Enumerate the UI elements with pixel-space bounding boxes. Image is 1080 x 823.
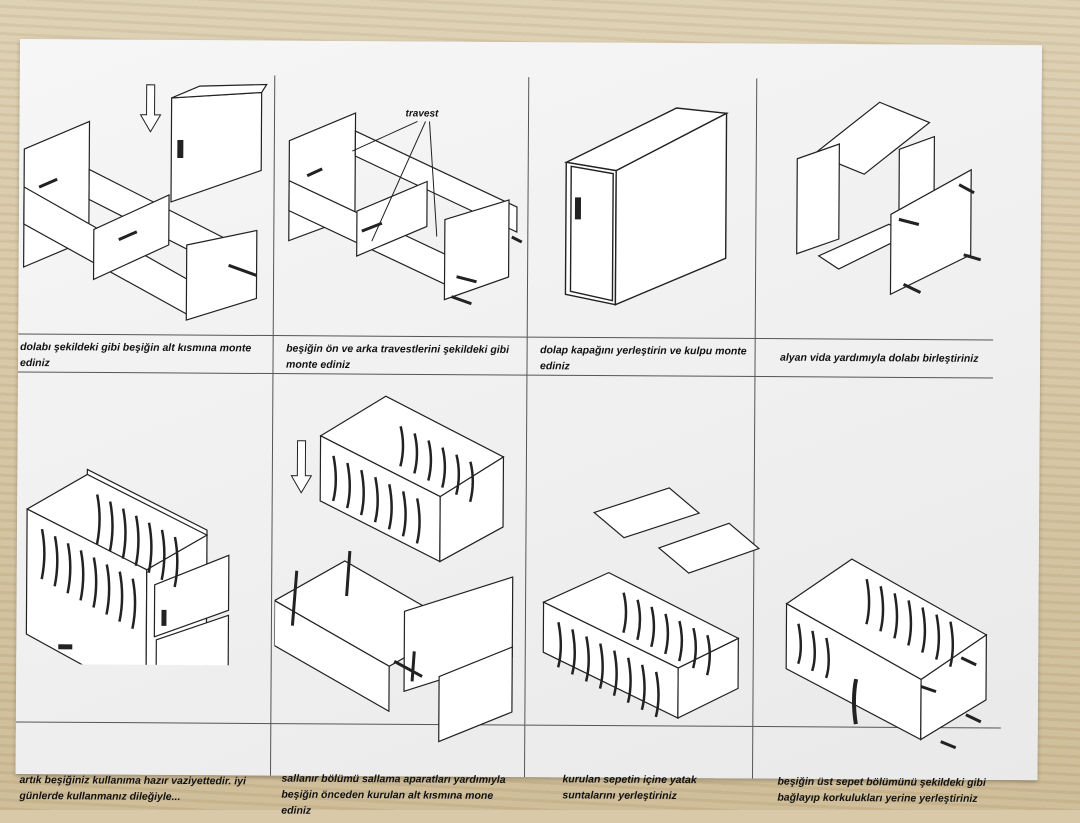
panel-8: beşiğin üst sepet bölümünü şekildeki gib… — [756, 379, 1008, 805]
assembly-instruction-sheet: dolabı şekildeki gibi beşiğin alt kısmın… — [15, 39, 1042, 817]
down-arrow-icon — [290, 440, 313, 494]
grid-lines — [15, 75, 1001, 779]
panel-4: alyan vida yardımıyla dolabı birleştirin… — [758, 44, 1010, 416]
panel-1-caption: dolabı şekildeki gibi beşiğin alt kısmın… — [19, 341, 252, 370]
handle-icon — [177, 139, 184, 158]
panel-3: dolap kapağını yerleştirin ve kulpu mont… — [530, 42, 782, 414]
drawer-handle-icon — [58, 644, 73, 650]
door-handle-icon — [574, 197, 582, 220]
panel-7: kurulan sepetin içine yatak suntalarını … — [528, 377, 780, 802]
panel-1: dolabı şekildeki gibi beşiğin alt kısmın… — [18, 39, 270, 411]
crib-base-with-cabinet-illustration — [23, 83, 268, 321]
panel-5: artık beşiğiniz kullanıma hazır vaziyett… — [16, 374, 268, 803]
panel-5-caption: artık beşiğiniz kullanıma hazır vaziyett… — [19, 774, 246, 803]
swinging-crib-illustration — [273, 395, 514, 743]
panel-8-caption: beşiğin üst sepet bölümünü şekildeki gib… — [777, 775, 986, 805]
upper-basket-illustration — [785, 558, 988, 750]
panel-6: sallanır bölümü sallama aparatları yardı… — [273, 376, 526, 817]
panel-2: travest beşiğin ön ve arka travestlerini… — [276, 41, 528, 413]
mattress-boards-illustration — [542, 487, 761, 719]
panel-6-caption: sallanır bölümü sallama aparatları yardı… — [281, 772, 506, 817]
panel-3-caption: dolap kapağını yerleştirin ve kulpu mont… — [539, 344, 747, 373]
cabinet-door-illustration — [563, 107, 729, 306]
handle-icon — [161, 609, 167, 626]
panel-7-caption: kurulan sepetin içine yatak suntalarını … — [562, 773, 697, 803]
cabinet-exploded-illustration — [796, 101, 982, 296]
travest-label: travest — [405, 108, 439, 120]
panel-4-caption: alyan vida yardımıyla dolabı birleştirin… — [780, 351, 979, 365]
finished-crib-illustration — [25, 468, 230, 666]
down-arrow-icon — [139, 84, 162, 133]
panel-2-caption: beşiğin ön ve arka travestlerini şekilde… — [285, 342, 510, 372]
crib-travest-illustration — [288, 112, 523, 306]
